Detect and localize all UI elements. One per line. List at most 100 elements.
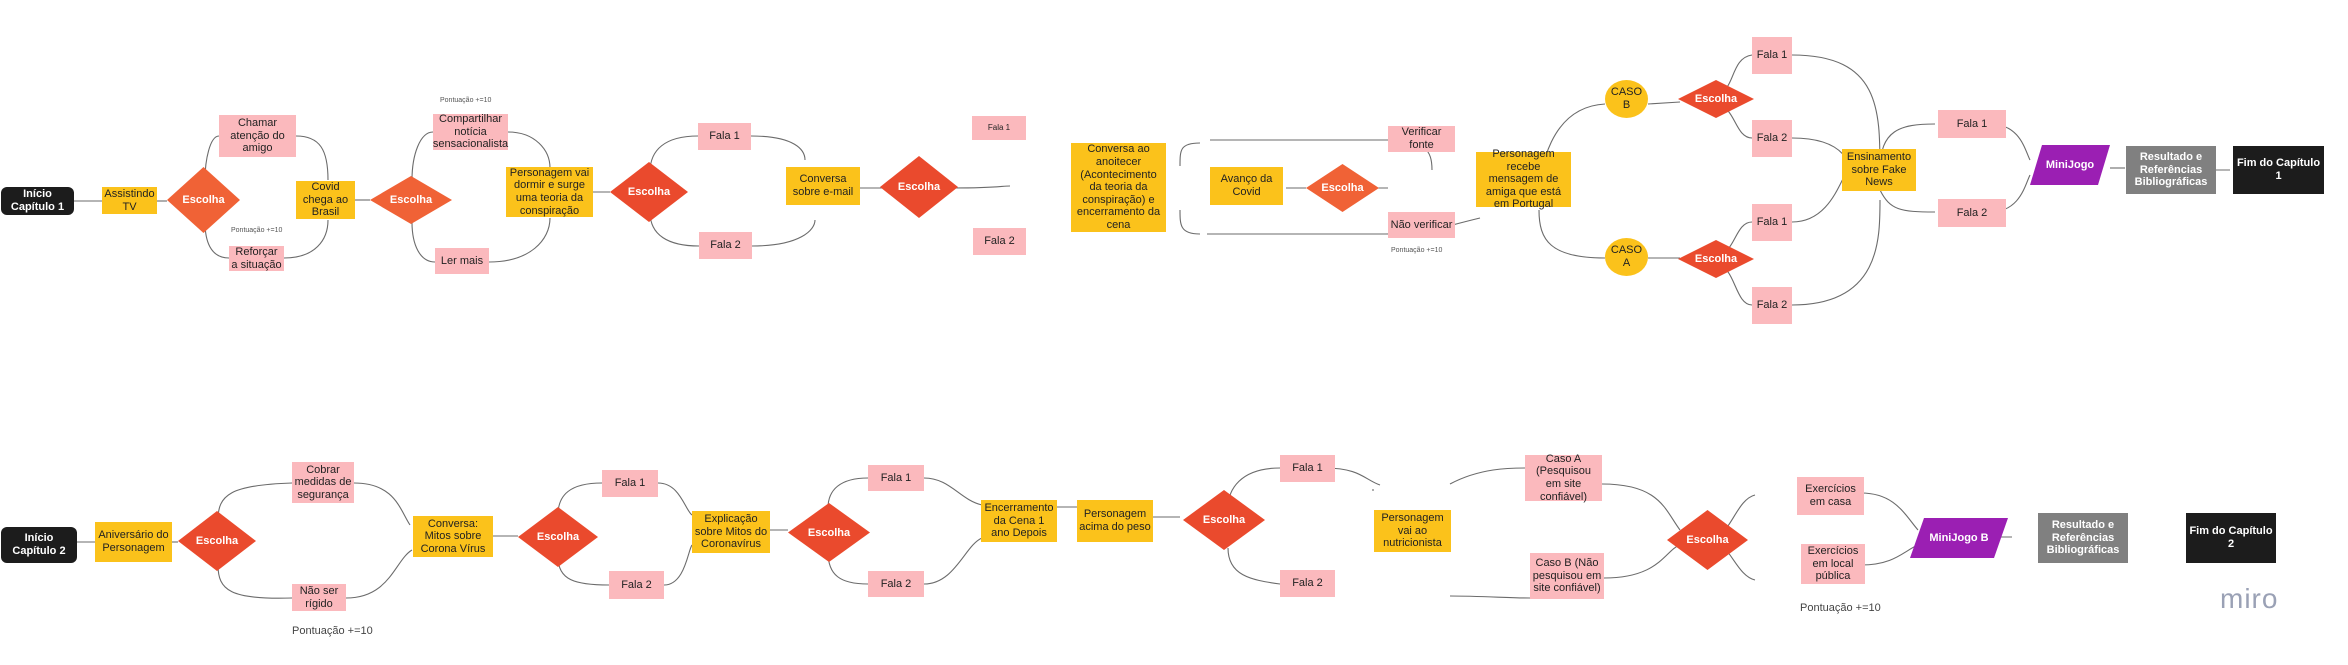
decision-escolha[interactable]: Escolha	[370, 176, 452, 224]
node-ensinamento-fake-news[interactable]: Ensinamento sobre Fake News	[1842, 149, 1916, 191]
decision-label: Escolha	[389, 194, 433, 206]
start-chapter-2[interactable]: Início Capítulo 2	[1, 527, 77, 563]
option-cobrar-medidas[interactable]: Cobrar medidas de segurança	[292, 462, 354, 503]
score-note: Pontuação +=10	[1800, 602, 1881, 614]
option-fala-2[interactable]: Fala 2	[609, 571, 664, 599]
option-reforcar-situacao[interactable]: Reforçar a situação	[229, 246, 284, 271]
score-note: Pontuação +=10	[231, 227, 283, 234]
decision-label: Escolha	[1694, 93, 1738, 105]
node-minijogo[interactable]: MiniJogo	[2030, 145, 2110, 185]
option-exercicios-casa[interactable]: Exercícios em casa	[1797, 477, 1864, 515]
decision-escolha[interactable]: Escolha	[1678, 240, 1754, 278]
decision-label: Escolha	[1694, 253, 1738, 265]
node-minijogo-b[interactable]: MiniJogo B	[1910, 518, 2008, 558]
decision-label: Escolha	[1321, 182, 1364, 194]
diamond-shape	[518, 507, 598, 567]
node-nutricionista[interactable]: Personagem vai ao nutricionista	[1374, 510, 1451, 552]
option-fala-1-small[interactable]: Fala 1	[972, 116, 1026, 140]
score-note: Pontuação +=10	[1391, 247, 1443, 254]
option-fala-2[interactable]: Fala 2	[868, 571, 924, 597]
option-fala-1[interactable]: Fala 1	[1280, 455, 1335, 482]
diamond-shape	[788, 503, 870, 562]
decision-escolha[interactable]: Escolha	[1678, 80, 1754, 118]
node-resultado-referencias[interactable]: Resultado e Referências Bibliográficas	[2038, 513, 2128, 563]
decision-escolha[interactable]: Escolha	[1667, 510, 1748, 570]
parallelogram-shape	[2030, 145, 2110, 185]
parallelogram-shape	[1910, 518, 2008, 558]
diamond-shape	[610, 162, 688, 222]
node-acima-peso[interactable]: Personagem acima do peso	[1077, 500, 1153, 542]
option-fala-1[interactable]: Fala 1	[1752, 37, 1792, 74]
option-ler-mais[interactable]: Ler mais	[435, 248, 489, 274]
end-chapter-2[interactable]: Fim do Capítulo 2	[2186, 513, 2276, 563]
end-chapter-1[interactable]: Fim do Capítulo 1	[2233, 146, 2324, 194]
diamond-shape	[178, 511, 256, 571]
node-conversa-mitos[interactable]: Conversa: Mitos sobre Corona Vírus	[413, 516, 493, 557]
diamond-shape	[1306, 164, 1379, 212]
score-note: Pontuação +=10	[440, 97, 492, 104]
decision-label: Escolha	[182, 194, 225, 206]
option-fala-2[interactable]: Fala 2	[973, 228, 1026, 255]
option-fala-2[interactable]: Fala 2	[1752, 120, 1792, 157]
option-fala-1[interactable]: Fala 1	[868, 465, 924, 491]
node-personagem-recebe[interactable]: Personagem recebe mensagem de amiga que …	[1476, 148, 1571, 210]
minijogo-label: MiniJogo	[2045, 159, 2095, 171]
minijogo-label: MiniJogo B	[1929, 532, 1989, 544]
decision-label: Escolha	[1202, 514, 1246, 526]
node-personagem-dormir[interactable]: Personagem vai dormir e surge uma teoria…	[506, 167, 593, 217]
decision-escolha[interactable]: Escolha	[880, 156, 958, 218]
decision-escolha[interactable]: Escolha	[788, 503, 870, 562]
node-assistindo-tv[interactable]: Assistindo TV	[102, 187, 157, 214]
option-nao-ser-rigido[interactable]: Não ser rígido	[292, 584, 346, 611]
option-fala-2[interactable]: Fala 2	[1752, 287, 1792, 324]
diamond-shape	[1678, 80, 1754, 118]
option-caso-b[interactable]: Caso B (Não pesquisou em site confiável)	[1530, 553, 1604, 599]
option-nao-verificar[interactable]: Não verificar	[1388, 212, 1455, 238]
option-fala-2[interactable]: Fala 2	[1938, 199, 2006, 227]
decision-label: Escolha	[536, 531, 580, 543]
node-covid-chega-brasil[interactable]: Covid chega ao Brasil	[296, 181, 355, 219]
diamond-shape	[1667, 510, 1748, 570]
start-chapter-1[interactable]: Início Capítulo 1	[1, 187, 74, 215]
decision-escolha[interactable]: Escolha	[178, 511, 256, 571]
node-caso-b[interactable]: CASO B	[1605, 80, 1648, 118]
node-caso-a[interactable]: CASO A	[1605, 238, 1648, 276]
option-fala-1[interactable]: Fala 1	[698, 123, 751, 150]
node-resultado-referencias[interactable]: Resultado e Referências Bibliográficas	[2126, 146, 2216, 194]
node-conversa-email[interactable]: Conversa sobre e-mail	[786, 167, 860, 205]
decision-label: Escolha	[627, 186, 671, 198]
option-fala-2[interactable]: Fala 2	[699, 232, 752, 259]
decision-escolha[interactable]: Escolha	[1183, 490, 1265, 550]
decision-escolha[interactable]: Escolha	[518, 507, 598, 567]
decision-escolha[interactable]: Escolha	[610, 162, 688, 222]
node-avanco-covid[interactable]: Avanço da Covid	[1210, 167, 1283, 205]
option-fala-1[interactable]: Fala 1	[602, 470, 658, 497]
score-note: Pontuação +=10	[292, 625, 373, 637]
miro-logo: miro	[2220, 583, 2279, 614]
option-compartilhar-noticia[interactable]: Compartilhar notícia sensacionalista	[432, 113, 509, 151]
node-aniversario[interactable]: Aniversário do Personagem	[95, 522, 172, 562]
node-encerramento-cena[interactable]: Encerramento da Cena 1 ano Depois	[981, 500, 1057, 542]
decision-label: Escolha	[807, 526, 851, 539]
decision-label: Escolha	[897, 181, 941, 193]
node-conversa-anoitecer[interactable]: Conversa ao anoitecer (Acontecimento da …	[1071, 143, 1166, 232]
option-verificar-fonte[interactable]: Verificar fonte	[1388, 126, 1455, 152]
diamond-shape	[1183, 490, 1265, 550]
decision-escolha[interactable]: Escolha	[167, 167, 240, 233]
option-fala-1[interactable]: Fala 1	[1752, 204, 1792, 241]
diamond-shape	[167, 167, 240, 233]
option-chamar-atencao[interactable]: Chamar atenção do amigo	[219, 115, 296, 157]
option-caso-a[interactable]: Caso A (Pesquisou em site confiável)	[1525, 453, 1602, 503]
option-fala-1[interactable]: Fala 1	[1938, 110, 2006, 138]
node-explicacao-mitos[interactable]: Explicação sobre Mitos do Coronavírus	[692, 511, 770, 553]
option-exercicios-publico[interactable]: Exercícios em local pública	[1801, 544, 1865, 584]
diamond-shape	[1678, 240, 1754, 278]
diamond-shape	[880, 156, 958, 218]
decision-label: Escolha	[195, 535, 239, 547]
diamond-shape	[370, 176, 452, 224]
option-fala-2[interactable]: Fala 2	[1280, 570, 1335, 597]
decision-escolha[interactable]: Escolha	[1306, 164, 1379, 212]
decision-label: Escolha	[1686, 534, 1729, 546]
